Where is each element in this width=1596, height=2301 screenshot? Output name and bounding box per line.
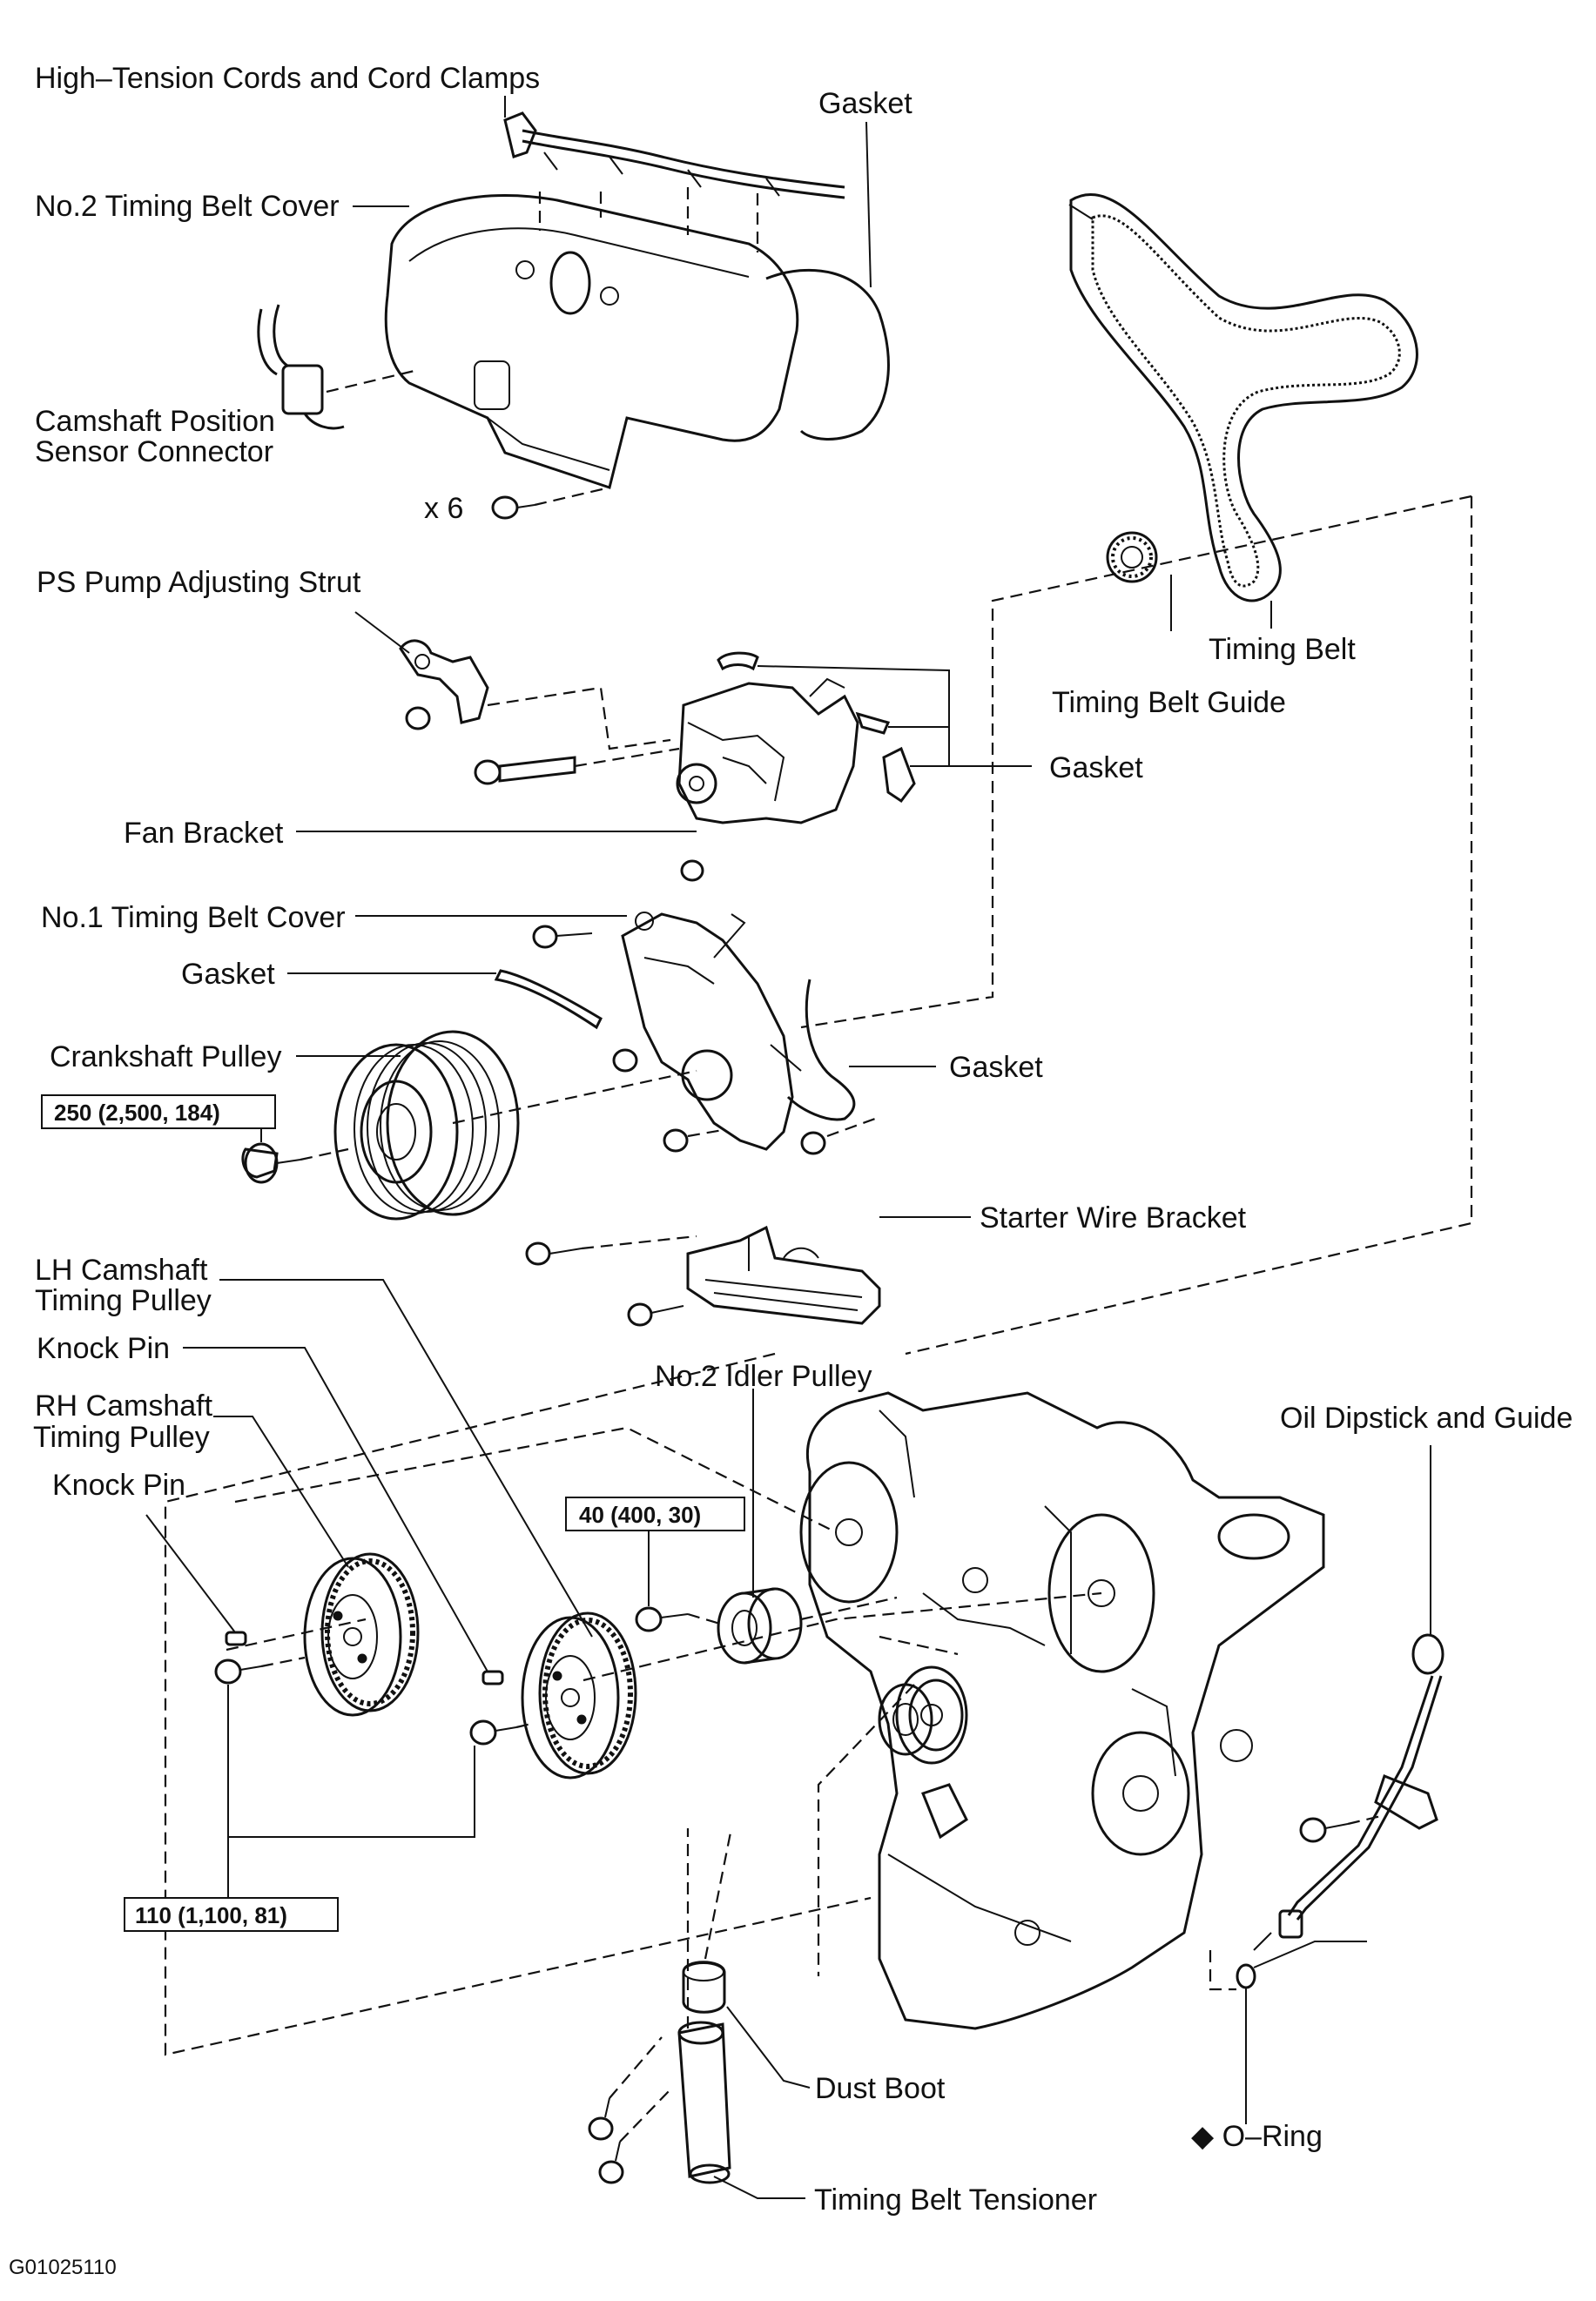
label-timing-belt-guide: Timing Belt Guide (1052, 686, 1286, 719)
dust-boot (682, 1827, 733, 2014)
label-knock-pin-1: Knock Pin (37, 1332, 170, 1365)
torque-spec-cam: 110 (1,100, 81) (124, 1897, 339, 1932)
torque-spec-crank: 250 (2,500, 184) (41, 1094, 276, 1129)
label-timing-belt: Timing Belt (1209, 633, 1356, 666)
timing-belt-tensioner (677, 1828, 731, 2184)
label-sensor-connector: Sensor Connector (35, 435, 273, 468)
label-no2-idler-pulley: No.2 Idler Pulley (655, 1360, 872, 1393)
figure-code: G01025110 (9, 2256, 117, 2279)
torque-spec-idler: 40 (400, 30) (565, 1497, 745, 1531)
label-gasket-fan: Gasket (1049, 751, 1143, 784)
label-fan-bracket: Fan Bracket (124, 817, 284, 850)
callout-labels: High–Tension Cords and Cord Clamps Gaske… (33, 62, 1572, 2217)
leader-lines (145, 96, 1431, 2199)
knock-pins (225, 1631, 504, 1685)
lh-camshaft-timing-pulley (521, 1611, 637, 1780)
fan-bracket-bolts (405, 706, 704, 882)
no1-cover-gasket-right (770, 979, 856, 1121)
starter-wire-bracket (686, 1225, 881, 1325)
label-lh-timing-pulley: Timing Pulley (35, 1284, 212, 1317)
fan-bracket (676, 677, 859, 824)
fan-bracket-gaskets (717, 651, 1032, 804)
torque-crank-bolt: 250 (2,500, 184) (54, 1100, 220, 1126)
label-o-ring: ◆ O–Ring (1191, 2120, 1323, 2153)
label-no2-timing-belt-cover: No.2 Timing Belt Cover (35, 190, 340, 223)
torque-idler-bolt: 40 (400, 30) (579, 1502, 701, 1528)
label-oil-dipstick: Oil Dipstick and Guide (1280, 1402, 1572, 1435)
label-starter-wire-bracket: Starter Wire Bracket (980, 1201, 1247, 1235)
no2-idler-pulley (717, 1587, 898, 1665)
rh-camshaft-timing-pulley (303, 1552, 420, 1717)
timing-belt (1068, 193, 1418, 602)
label-x6: x 6 (424, 492, 463, 525)
label-ps-pump-strut: PS Pump Adjusting Strut (37, 566, 361, 599)
no1-cover-gasket-left (494, 969, 603, 1030)
crankshaft-pulley (333, 1030, 697, 1221)
crankshaft-bolt (241, 1142, 349, 1184)
dipstick-bolt (1299, 1813, 1385, 1843)
ps-pump-strut (399, 639, 671, 750)
cover-gasket (765, 268, 890, 441)
oil-dipstick-and-guide (1253, 1633, 1444, 1951)
no1-cover-bolts (532, 925, 876, 1155)
starter-bracket-bolts (525, 1235, 697, 1327)
tensioner-bolts (588, 2036, 671, 2184)
label-rh-timing-pulley: Timing Pulley (33, 1421, 210, 1454)
label-rh-camshaft: RH Camshaft (35, 1389, 213, 1423)
label-crankshaft-pulley: Crankshaft Pulley (50, 1040, 281, 1073)
label-lh-camshaft: LH Camshaft (35, 1254, 208, 1287)
no1-timing-belt-cover (621, 912, 794, 1151)
cover-bolt (491, 486, 610, 520)
torque-cam-bolt: 110 (1,100, 81) (135, 1902, 287, 1928)
no2-timing-belt-cover (384, 193, 799, 489)
tensioner-pulley (878, 1679, 968, 1840)
timing-belt-guide (1106, 531, 1158, 583)
o-ring (1209, 1950, 1256, 1991)
label-gasket-left: Gasket (181, 958, 275, 991)
camshaft-pulley-bolts (214, 1656, 532, 1746)
label-dust-boot: Dust Boot (815, 2072, 946, 2105)
label-knock-pin-2: Knock Pin (52, 1469, 185, 1502)
camshaft-sensor-connector (257, 304, 419, 430)
label-gasket-top: Gasket (818, 87, 912, 120)
label-high-tension-cords: High–Tension Cords and Cord Clamps (35, 62, 540, 95)
cam-pulley-alignment (226, 1426, 1102, 1976)
idler-bolt (635, 1606, 724, 1632)
label-timing-belt-tensioner: Timing Belt Tensioner (814, 2183, 1097, 2217)
label-no1-timing-belt-cover: No.1 Timing Belt Cover (41, 901, 346, 934)
high-tension-cords (503, 111, 845, 252)
label-camshaft-position: Camshaft Position (35, 405, 275, 438)
label-gasket-right: Gasket (949, 1051, 1043, 1084)
